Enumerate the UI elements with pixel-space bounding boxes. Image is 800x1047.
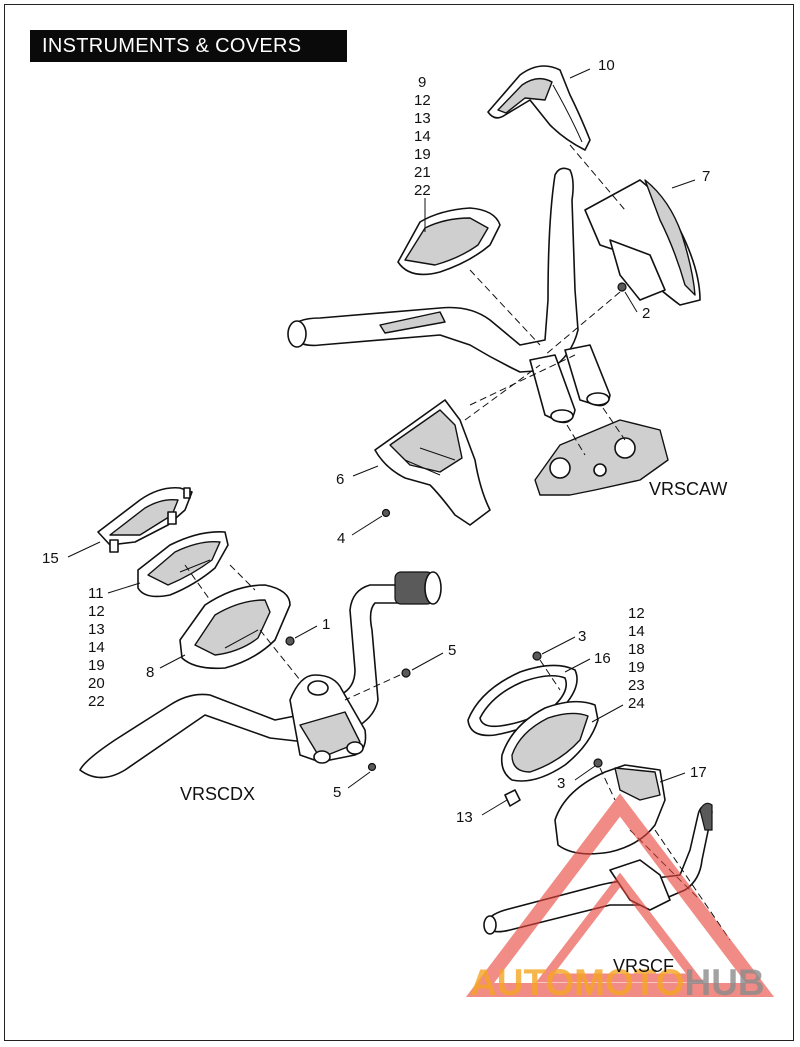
callout-stack-vrscaw: 9 12 13 14 19 21 22 <box>414 74 431 199</box>
page-title: INSTRUMENTS & COVERS <box>30 30 347 62</box>
callout-6: 6 <box>336 471 344 488</box>
callout-3-lower: 3 <box>557 775 565 792</box>
vrscf-gauge <box>500 700 599 782</box>
stack-vrscdx-item: 12 <box>88 603 105 620</box>
stack-vrscf-item: 18 <box>628 641 645 658</box>
part-13-nut <box>504 789 521 807</box>
vrscaw-risers <box>529 344 611 424</box>
vrscaw-triple-clamp <box>534 419 669 496</box>
screw-5-upper <box>401 668 411 678</box>
watermark-triangle-outer <box>465 793 775 997</box>
model-label-vrscaw: VRSCAW <box>649 479 727 499</box>
leader-lines <box>67 68 696 816</box>
callout-1: 1 <box>322 616 330 633</box>
diagram-frame <box>4 4 794 1041</box>
screw-2 <box>617 282 627 292</box>
callout-16: 16 <box>594 650 611 667</box>
screw-5-lower <box>367 762 377 772</box>
callout-8: 8 <box>146 664 154 681</box>
part-16-ring <box>467 664 578 737</box>
stack-vrscdx-item: 20 <box>88 675 105 692</box>
stack-vrscaw-item: 22 <box>414 182 431 199</box>
stack-vrscdx-item: 19 <box>88 657 105 674</box>
vrscdx-clamp <box>289 674 367 764</box>
watermark-part2: HUB <box>684 962 764 1003</box>
stack-vrscf-item: 19 <box>628 659 645 676</box>
screw-3-upper <box>532 651 542 661</box>
callout-stack-vrscf: 12 14 18 19 23 24 <box>628 605 645 712</box>
part-11-gauge <box>137 530 229 598</box>
stack-vrscaw-item: 12 <box>414 92 431 109</box>
callout-3-upper: 3 <box>578 628 586 645</box>
vrscaw-handlebar <box>287 167 579 373</box>
stack-vrscdx-item: 11 <box>88 585 104 602</box>
watermark <box>465 793 775 997</box>
model-label-vrscdx: VRSCDX <box>180 784 255 804</box>
stack-vrscf-item: 23 <box>628 677 645 694</box>
watermark-triangle-inner <box>535 872 705 983</box>
stack-vrscf-item: 24 <box>628 695 645 712</box>
stack-vrscdx-item: 13 <box>88 621 105 638</box>
stack-vrscaw-item: 9 <box>418 74 426 91</box>
stack-vrscaw-item: 21 <box>414 164 431 181</box>
vrscaw-gauge <box>397 207 501 276</box>
screw-3-lower <box>593 758 603 768</box>
part-8-housing <box>179 584 291 670</box>
part-7-visor <box>584 179 701 306</box>
callout-2: 2 <box>642 305 650 322</box>
stack-vrscdx-item: 22 <box>88 693 105 710</box>
part-15-bracket <box>97 486 193 553</box>
vrscdx-assembly <box>79 486 442 779</box>
vrscaw-assembly <box>287 65 701 526</box>
part-6-cover <box>374 399 491 526</box>
model-label-vrscf: VRSCF <box>613 956 674 976</box>
callout-13: 13 <box>456 809 473 826</box>
callout-stack-vrscdx: 11 12 13 14 19 20 22 <box>88 585 105 710</box>
stack-vrscaw-item: 19 <box>414 146 431 163</box>
watermark-text: AUTOMOTOHUB <box>470 962 765 1003</box>
stack-vrscaw-item: 14 <box>414 128 431 145</box>
callout-4: 4 <box>337 530 345 547</box>
callout-5-lower: 5 <box>333 784 341 801</box>
part-10-cap <box>487 65 591 151</box>
callout-17: 17 <box>690 764 707 781</box>
callout-7: 7 <box>702 168 710 185</box>
stack-vrscaw-item: 13 <box>414 110 431 127</box>
callout-15: 15 <box>42 550 59 567</box>
callout-10: 10 <box>598 57 615 74</box>
stack-vrscf-item: 14 <box>628 623 645 640</box>
screw-1 <box>285 636 295 646</box>
stack-vrscdx-item: 14 <box>88 639 105 656</box>
screw-4 <box>381 508 391 518</box>
callout-5-upper: 5 <box>448 642 456 659</box>
watermark-part1: AUTOMOTO <box>470 962 684 1003</box>
stack-vrscf-item: 12 <box>628 605 645 622</box>
